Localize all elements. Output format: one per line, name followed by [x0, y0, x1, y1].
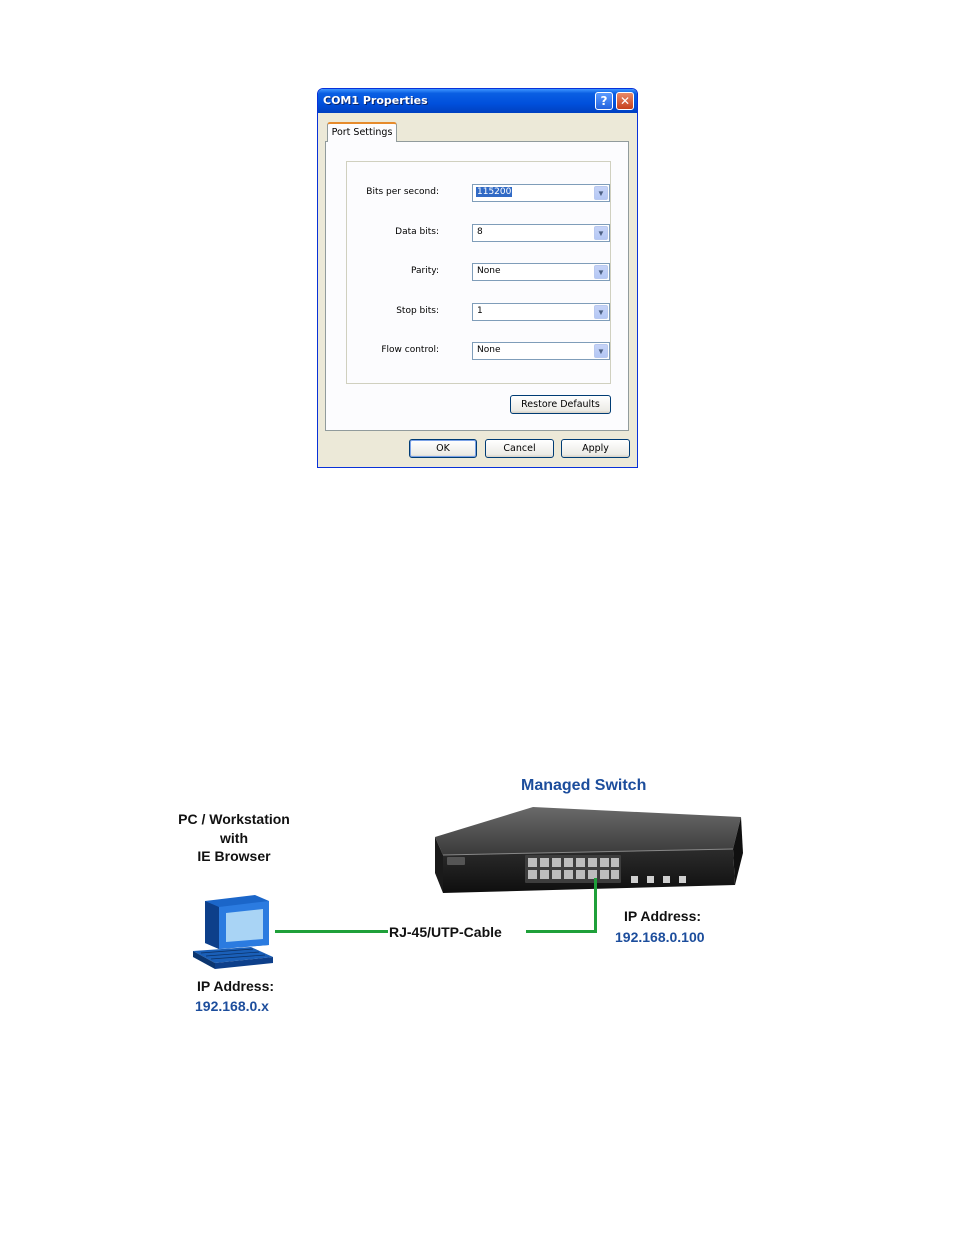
- cable-segment-pc: [275, 930, 388, 933]
- pc-label-line: IE Browser: [160, 847, 308, 866]
- ok-button[interactable]: OK: [409, 439, 477, 458]
- pc-ip-label: IP Address:: [197, 978, 274, 994]
- port-settings-panel: Bits per second: 115200 ▼ Data bits: 8 ▼…: [325, 141, 629, 431]
- stop-bits-label: Stop bits:: [396, 306, 439, 316]
- flow-control-label: Flow control:: [381, 345, 439, 355]
- chevron-down-icon[interactable]: ▼: [594, 265, 608, 279]
- chevron-down-icon[interactable]: ▼: [594, 305, 608, 319]
- switch-ip-value: 192.168.0.100: [615, 929, 705, 945]
- dialog-client-area: Port Settings Bits per second: 115200 ▼ …: [321, 113, 634, 464]
- chevron-down-icon[interactable]: ▼: [594, 186, 608, 200]
- restore-defaults-button[interactable]: Restore Defaults: [510, 395, 611, 414]
- title-bar[interactable]: COM1 Properties ? ✕: [318, 89, 637, 113]
- bits-per-second-select[interactable]: 115200 ▼: [472, 184, 610, 202]
- pc-label: PC / Workstation with IE Browser: [160, 810, 308, 866]
- managed-switch-icon: [433, 805, 743, 897]
- switch-title: Managed Switch: [521, 777, 646, 795]
- data-bits-select[interactable]: 8 ▼: [472, 224, 610, 242]
- stop-bits-value: 1: [476, 306, 484, 316]
- pc-ip-value: 192.168.0.x: [195, 998, 269, 1014]
- data-bits-value: 8: [476, 227, 484, 237]
- chevron-down-icon[interactable]: ▼: [594, 226, 608, 240]
- cable-label: RJ-45/UTP-Cable: [389, 924, 502, 940]
- tab-port-settings[interactable]: Port Settings: [327, 122, 397, 142]
- pc-workstation-icon: [193, 893, 275, 971]
- bits-per-second-label: Bits per second:: [366, 187, 439, 197]
- pc-label-line: PC / Workstation: [160, 810, 308, 829]
- com1-properties-dialog: COM1 Properties ? ✕ Port Settings Bits p…: [317, 88, 638, 468]
- dialog-title: COM1 Properties: [323, 94, 428, 107]
- pc-label-line: with: [160, 829, 308, 848]
- parity-select[interactable]: None ▼: [472, 263, 610, 281]
- close-icon[interactable]: ✕: [616, 92, 634, 110]
- stop-bits-select[interactable]: 1 ▼: [472, 303, 610, 321]
- apply-button[interactable]: Apply: [561, 439, 630, 458]
- flow-control-select[interactable]: None ▼: [472, 342, 610, 360]
- cancel-button[interactable]: Cancel: [485, 439, 554, 458]
- cable-segment-vertical: [594, 878, 597, 933]
- parity-value: None: [476, 266, 501, 276]
- bits-per-second-value: 115200: [476, 187, 512, 197]
- help-icon[interactable]: ?: [595, 92, 613, 110]
- data-bits-label: Data bits:: [395, 227, 439, 237]
- flow-control-value: None: [476, 345, 501, 355]
- switch-ip-label: IP Address:: [624, 908, 701, 924]
- parity-label: Parity:: [411, 266, 439, 276]
- port-settings-group: Bits per second: 115200 ▼ Data bits: 8 ▼…: [346, 161, 611, 384]
- chevron-down-icon[interactable]: ▼: [594, 344, 608, 358]
- cable-segment-switch: [526, 930, 597, 933]
